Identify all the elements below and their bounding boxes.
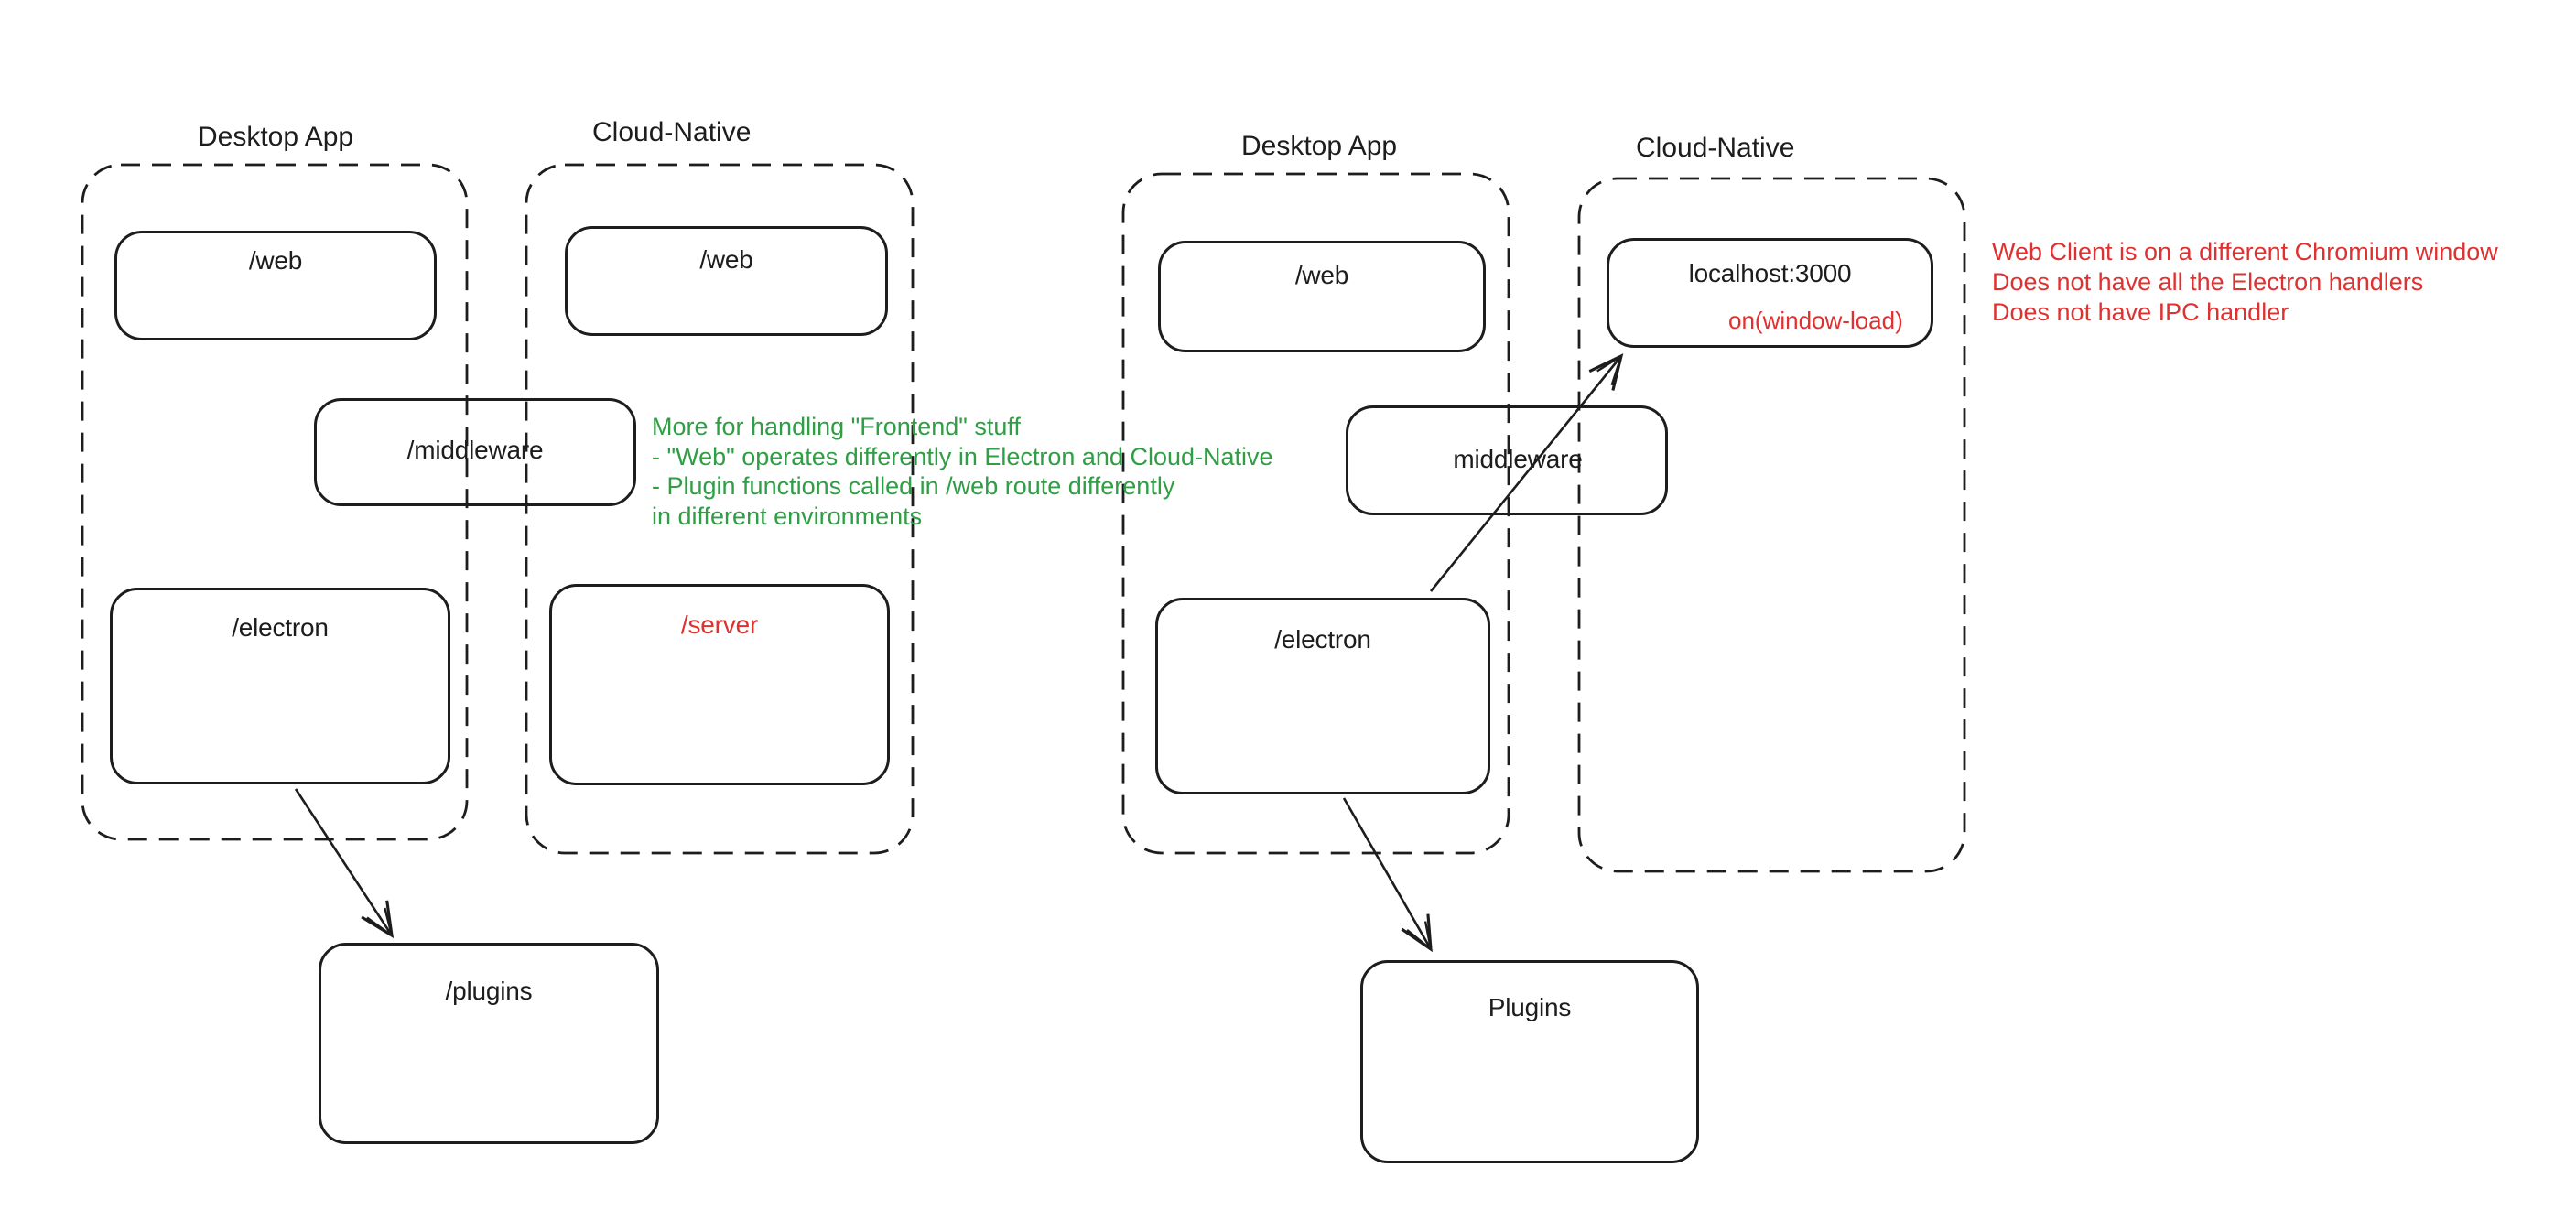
left-cloud-web-label: /web [699, 245, 753, 274]
left-cloud-native-container[interactable] [525, 163, 915, 855]
right-electron-node[interactable]: /electron [1155, 598, 1490, 794]
green-annotation-line-4: in different environments [652, 502, 923, 530]
right-electron-label: /electron [1274, 625, 1371, 654]
right-plugins-node[interactable]: Plugins [1360, 960, 1699, 1163]
left-electron-node[interactable]: /electron [110, 588, 450, 784]
right-cloud-native-container[interactable] [1577, 177, 1966, 873]
left-middleware-node[interactable]: /middleware [314, 398, 636, 506]
left-electron-label: /electron [232, 613, 329, 642]
left-server-label: /server [680, 611, 759, 639]
arrow-right-electron-to-plugins[interactable] [1342, 797, 1433, 953]
right-desktop-web-label: /web [1294, 261, 1349, 289]
left-plugins-label: /plugins [445, 977, 533, 1005]
right-cloud-native-title: Cloud-Native [1636, 133, 1795, 163]
left-green-annotation[interactable]: More for handling "Frontend" stuff - "We… [652, 412, 1273, 531]
red-annotation-line-3: Does not have IPC handler [1992, 298, 2289, 326]
left-cloud-native-title: Cloud-Native [592, 117, 752, 147]
arrow-right-electron-to-localhost[interactable] [1429, 353, 1624, 592]
arrow-left-electron-to-plugins[interactable] [294, 788, 394, 939]
left-desktop-app-title: Desktop App [198, 122, 354, 152]
right-middleware-label: middleware [1453, 445, 1583, 473]
left-plugins-node[interactable]: /plugins [319, 943, 659, 1144]
right-localhost-node[interactable]: localhost:3000 on(window-load) [1607, 238, 1933, 348]
green-annotation-line-1: More for handling "Frontend" stuff [652, 413, 1021, 440]
green-annotation-line-2: - "Web" operates differently in Electron… [652, 442, 1273, 470]
left-server-node[interactable]: /server [549, 584, 890, 785]
red-annotation-line-2: Does not have all the Electron handlers [1992, 268, 2424, 296]
left-desktop-web-node[interactable]: /web [114, 231, 437, 340]
right-desktop-app-title: Desktop App [1241, 131, 1398, 161]
right-on-window-load-label: on(window-load) [1728, 307, 1903, 334]
left-desktop-app-container[interactable] [81, 163, 469, 841]
right-desktop-web-node[interactable]: /web [1158, 241, 1486, 352]
right-red-annotation[interactable]: Web Client is on a different Chromium wi… [1992, 237, 2498, 328]
right-localhost-label: localhost:3000 [1688, 259, 1852, 287]
right-middleware-node[interactable]: middleware [1346, 405, 1668, 515]
red-annotation-line-1: Web Client is on a different Chromium wi… [1992, 238, 2498, 265]
left-desktop-web-label: /web [248, 246, 303, 275]
right-plugins-label: Plugins [1488, 993, 1572, 1021]
left-middleware-label: /middleware [406, 436, 544, 464]
green-annotation-line-3: - Plugin functions called in /web route … [652, 472, 1175, 500]
left-cloud-web-node[interactable]: /web [565, 226, 888, 336]
